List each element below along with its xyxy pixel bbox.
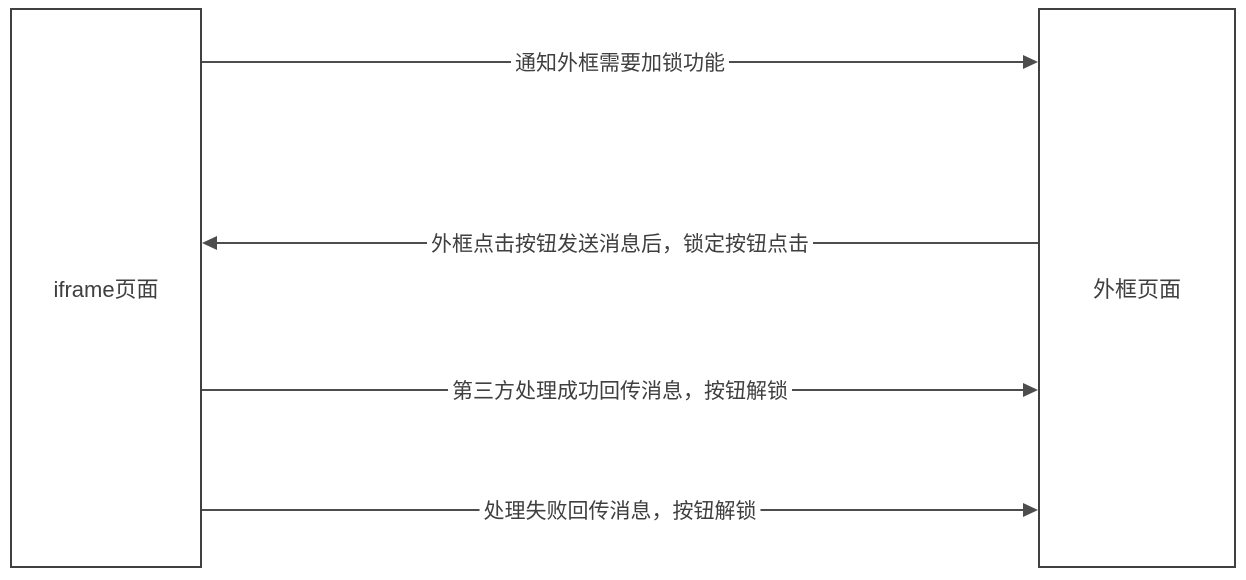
- message-label: 通知外框需要加锁功能: [511, 47, 729, 77]
- arrowhead-right-icon: [1023, 55, 1038, 69]
- arrowhead-left-icon: [202, 236, 217, 250]
- message-arrow-lock-button: 外框点击按钮发送消息后，锁定按钮点击: [202, 228, 1038, 258]
- message-arrow-success-unlock: 第三方处理成功回传消息，按钮解锁: [202, 375, 1038, 405]
- message-arrow-lock-notify: 通知外框需要加锁功能: [202, 47, 1038, 77]
- message-arrow-fail-unlock: 处理失败回传消息，按钮解锁: [202, 495, 1038, 525]
- arrowhead-right-icon: [1023, 503, 1038, 517]
- message-label: 处理失败回传消息，按钮解锁: [479, 495, 761, 525]
- arrowhead-right-icon: [1023, 383, 1038, 397]
- message-label: 第三方处理成功回传消息，按钮解锁: [448, 375, 792, 405]
- message-label: 外框点击按钮发送消息后，锁定按钮点击: [427, 228, 813, 258]
- iframe-page-label: iframe页面: [53, 277, 159, 302]
- iframe-page-box: iframe页面: [10, 8, 202, 568]
- outer-frame-page-label: 外框页面: [1092, 277, 1181, 302]
- outer-frame-page-box: 外框页面: [1038, 8, 1236, 568]
